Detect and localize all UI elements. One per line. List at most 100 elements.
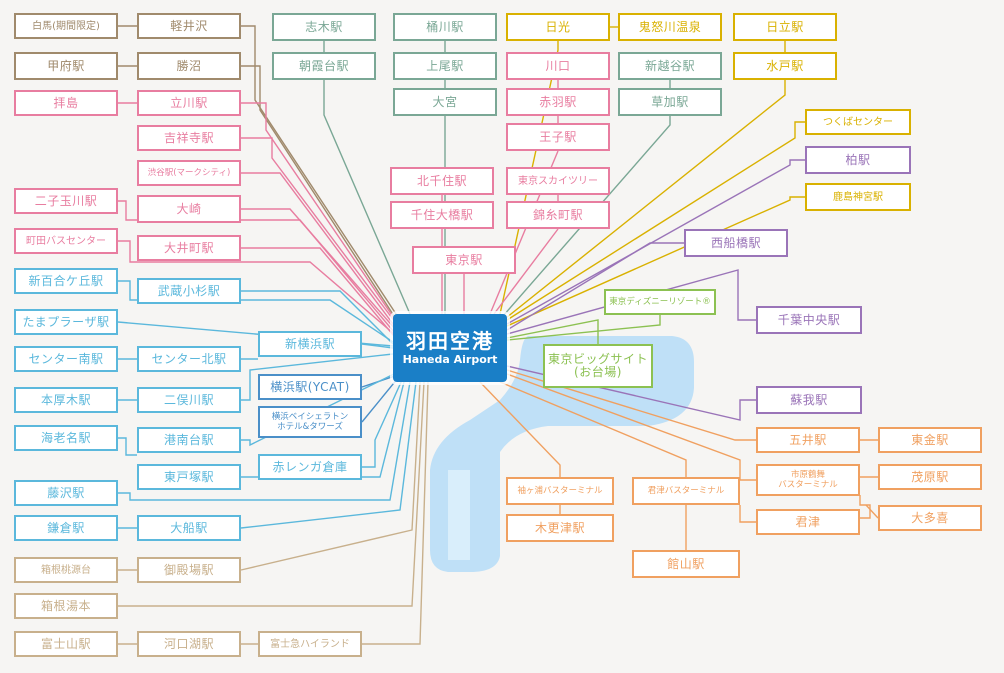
station-katsunuma[interactable]: 勝沼 bbox=[137, 52, 241, 80]
station-kisarazu[interactable]: 木更津駅 bbox=[506, 514, 614, 542]
station-shibuya[interactable]: 渋谷駅(マークシティ) bbox=[137, 160, 241, 186]
station-oji[interactable]: 王子駅 bbox=[506, 123, 610, 151]
station-kinugawa[interactable]: 鬼怒川温泉 bbox=[618, 13, 722, 41]
station-karuizawa[interactable]: 軽井沢 bbox=[137, 13, 241, 39]
station-kisarazu-bt[interactable]: 君津バスターミナル bbox=[632, 477, 740, 505]
station-skytree[interactable]: 東京スカイツリー bbox=[506, 167, 610, 195]
route-line-22 bbox=[241, 353, 394, 401]
route-line-26 bbox=[118, 381, 411, 501]
station-kashiwa[interactable]: 柏駅 bbox=[805, 146, 911, 174]
station-chibachuo[interactable]: 千葉中央駅 bbox=[756, 306, 862, 334]
station-konandai[interactable]: 港南台駅 bbox=[137, 427, 241, 453]
station-fujisan[interactable]: 富士山駅 bbox=[14, 631, 118, 657]
route-line-34 bbox=[362, 381, 429, 645]
route-line-66 bbox=[859, 495, 871, 519]
station-hakone-yumoto[interactable]: 箱根湯本 bbox=[14, 593, 118, 619]
route-line-12 bbox=[118, 280, 394, 343]
route-line-65 bbox=[506, 373, 756, 481]
station-kofu[interactable]: 甲府駅 bbox=[14, 52, 118, 80]
route-line-31 bbox=[118, 381, 425, 607]
route-line-11 bbox=[241, 247, 395, 337]
route-line-60 bbox=[506, 319, 599, 344]
station-ebina[interactable]: 海老名駅 bbox=[14, 425, 118, 451]
haneda-airport-hub[interactable]: 羽田空港 Haneda Airport bbox=[393, 314, 507, 382]
route-line-6 bbox=[241, 137, 399, 327]
tokyo-bay-water bbox=[430, 336, 694, 572]
station-shiki[interactable]: 志木駅 bbox=[272, 13, 376, 41]
route-line-30 bbox=[240, 381, 421, 571]
route-line-59 bbox=[506, 315, 661, 341]
station-osaki[interactable]: 大崎 bbox=[137, 195, 241, 223]
hub-name-ja: 羽田空港 bbox=[406, 329, 494, 353]
station-tateyama[interactable]: 館山駅 bbox=[632, 550, 740, 578]
station-oimachi[interactable]: 大井町駅 bbox=[137, 235, 241, 261]
station-haijima[interactable]: 拝島 bbox=[14, 90, 118, 116]
station-kichijoji[interactable]: 吉祥寺駅 bbox=[137, 125, 241, 151]
route-line-20 bbox=[362, 379, 403, 468]
station-omiya[interactable]: 大宮 bbox=[393, 88, 497, 116]
route-line-57 bbox=[493, 228, 559, 315]
station-shinyokohama[interactable]: 新横浜駅 bbox=[258, 331, 362, 357]
station-sheraton[interactable]: 横浜ベイシェラトン ホテル&タワーズ bbox=[258, 406, 362, 438]
station-sodegaura[interactable]: 袖ヶ浦バスターミナル bbox=[506, 477, 614, 505]
station-soka[interactable]: 草加駅 bbox=[618, 88, 722, 116]
station-musashikosugi[interactable]: 武蔵小杉駅 bbox=[137, 278, 241, 304]
station-ofuna[interactable]: 大船駅 bbox=[137, 515, 241, 541]
station-otaki[interactable]: 大多喜 bbox=[878, 505, 982, 531]
hub-name-en: Haneda Airport bbox=[402, 353, 498, 366]
station-tsukuba[interactable]: つくばセンター bbox=[805, 109, 911, 135]
station-fujikyu[interactable]: 富士急ハイランド bbox=[258, 631, 362, 657]
station-futakotamagawa[interactable]: 二子玉川駅 bbox=[14, 188, 118, 214]
station-goi[interactable]: 五井駅 bbox=[756, 427, 860, 453]
station-tachikawa[interactable]: 立川駅 bbox=[137, 90, 241, 116]
route-line-17 bbox=[361, 343, 394, 349]
route-line-10 bbox=[118, 240, 395, 335]
route-line-36 bbox=[323, 80, 411, 315]
route-line-69 bbox=[479, 381, 561, 477]
station-nishifunabashi[interactable]: 西船橋駅 bbox=[684, 229, 788, 257]
station-tokyo[interactable]: 東京駅 bbox=[412, 246, 516, 274]
route-line-48 bbox=[502, 116, 671, 317]
station-ageo[interactable]: 上尾駅 bbox=[393, 52, 497, 80]
station-kawaguchi[interactable]: 川口 bbox=[506, 52, 610, 80]
station-nikko[interactable]: 日光 bbox=[506, 13, 610, 41]
station-disney[interactable]: 東京ディズニーリゾート® bbox=[604, 289, 716, 315]
station-akarenga[interactable]: 赤レンガ倉庫 bbox=[258, 454, 362, 480]
station-tamaplaza[interactable]: たまプラーザ駅 bbox=[14, 309, 118, 335]
station-soga[interactable]: 蘇我駅 bbox=[756, 386, 862, 414]
station-center-kita[interactable]: センター北駅 bbox=[137, 346, 241, 372]
station-akabane[interactable]: 赤羽駅 bbox=[506, 88, 610, 116]
station-senjuohashi[interactable]: 千住大橋駅 bbox=[390, 201, 494, 229]
station-asakadai[interactable]: 朝霞台駅 bbox=[272, 52, 376, 80]
station-fujisawa[interactable]: 藤沢駅 bbox=[14, 480, 118, 506]
route-line-49 bbox=[506, 121, 805, 321]
station-mito[interactable]: 水戸駅 bbox=[733, 52, 837, 80]
station-hitachi[interactable]: 日立駅 bbox=[733, 13, 837, 41]
station-kimitsu[interactable]: 君津 bbox=[756, 509, 860, 535]
station-bigsight[interactable]: 東京ビッグサイト (お台場) bbox=[543, 344, 653, 388]
station-higashi-totsuka[interactable]: 東戸塚駅 bbox=[137, 464, 241, 490]
station-kinshicho[interactable]: 錦糸町駅 bbox=[506, 201, 610, 229]
station-center-minami[interactable]: センター南駅 bbox=[14, 346, 118, 372]
station-gotemba[interactable]: 御殿場駅 bbox=[137, 557, 241, 583]
station-hon-atsugi[interactable]: 本厚木駅 bbox=[14, 387, 118, 413]
station-togane[interactable]: 東金駅 bbox=[878, 427, 982, 453]
station-shinyurigaoka[interactable]: 新百合ケ丘駅 bbox=[14, 268, 118, 294]
station-shinkoshigaya[interactable]: 新越谷駅 bbox=[618, 52, 722, 80]
station-hakone-togendai[interactable]: 箱根桃源台 bbox=[14, 557, 118, 583]
station-kitasenju[interactable]: 北千住駅 bbox=[390, 167, 494, 195]
station-kashima[interactable]: 鹿島神宮駅 bbox=[805, 183, 911, 211]
route-line-63 bbox=[506, 369, 756, 441]
station-yokohama-ycat[interactable]: 横浜駅(YCAT) bbox=[258, 374, 362, 400]
station-okegawa[interactable]: 桶川駅 bbox=[393, 13, 497, 41]
station-kamakura[interactable]: 鎌倉駅 bbox=[14, 515, 118, 541]
route-line-43 bbox=[505, 80, 786, 319]
route-line-1 bbox=[241, 25, 401, 321]
station-ichihara[interactable]: 市原鶴舞 バスターミナル bbox=[756, 464, 860, 496]
station-hakuba[interactable]: 白馬(期間限定) bbox=[14, 13, 118, 39]
station-machida-bc[interactable]: 町田バスセンター bbox=[14, 228, 118, 254]
station-kawaguchiko[interactable]: 河口湖駅 bbox=[137, 631, 241, 657]
station-mobara[interactable]: 茂原駅 bbox=[878, 464, 982, 490]
station-futamatagawa[interactable]: 二俣川駅 bbox=[137, 387, 241, 413]
